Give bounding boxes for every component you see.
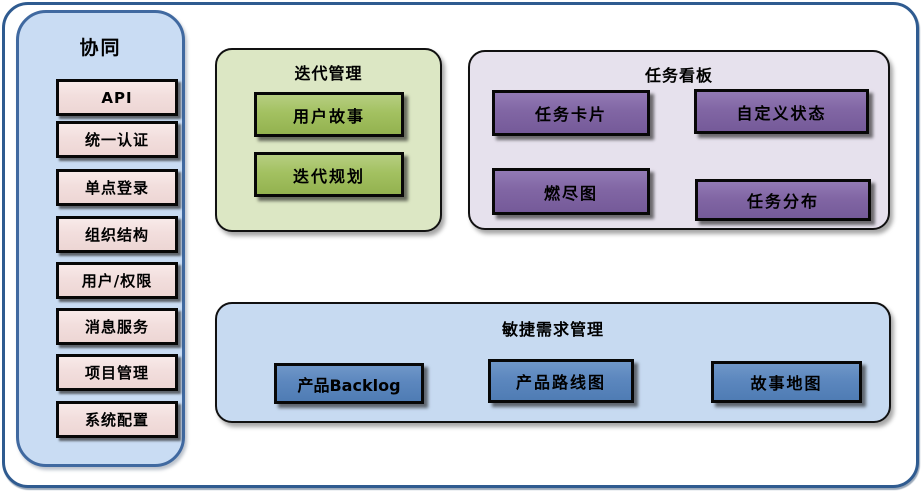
feature-task-distribution: 任务分布	[695, 179, 871, 221]
sidebar-item-project-management: 项目管理	[56, 354, 178, 391]
feature-custom-status: 自定义状态	[694, 89, 869, 134]
feature-iteration-planning: 迭代规划	[254, 152, 404, 197]
feature-story-map: 故事地图	[711, 361, 862, 403]
sidebar-item-message-service: 消息服务	[56, 308, 178, 345]
feature-burndown-chart: 燃尽图	[492, 168, 650, 215]
task-kanban-group: 任务看板 任务卡片 自定义状态 燃尽图 任务分布	[468, 50, 890, 230]
feature-user-stories: 用户故事	[254, 92, 404, 137]
sidebar-item-system-config: 系统配置	[56, 401, 178, 438]
agile-requirements-group: 敏捷需求管理 产品Backlog 产品路线图 故事地图	[215, 302, 891, 423]
sidebar-item-users-permissions: 用户/权限	[56, 262, 178, 299]
iteration-management-title: 迭代管理	[294, 64, 363, 83]
collaboration-panel: 协同 API 统一认证 单点登录 组织结构 用户/权限 消息服务 项目管理 系统…	[16, 10, 185, 467]
iteration-management-group: 迭代管理 用户故事 迭代规划	[215, 48, 442, 232]
collaboration-panel-title: 协同	[79, 37, 122, 59]
feature-task-cards: 任务卡片	[492, 90, 650, 136]
sidebar-item-api: API	[56, 79, 178, 116]
feature-product-backlog: 产品Backlog	[274, 363, 424, 404]
agile-requirements-title: 敏捷需求管理	[501, 320, 604, 339]
sidebar-item-single-sign-on: 单点登录	[56, 169, 178, 206]
task-kanban-title: 任务看板	[644, 66, 713, 85]
feature-product-roadmap: 产品路线图	[488, 359, 634, 403]
sidebar-item-unified-auth: 统一认证	[56, 121, 178, 158]
sidebar-item-org-structure: 组织结构	[56, 216, 178, 253]
